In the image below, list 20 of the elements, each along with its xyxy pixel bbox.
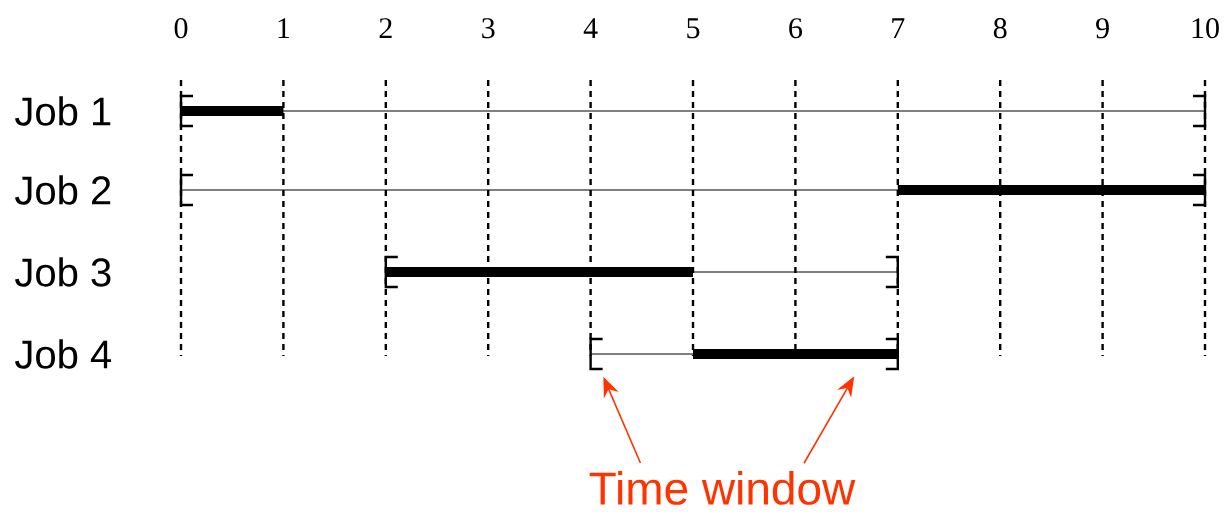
tick-label: 8 xyxy=(993,18,1007,39)
tick-label: 1 xyxy=(278,18,290,38)
tick-label: 9 xyxy=(1096,18,1109,39)
time-window-bar: Job 1 xyxy=(15,94,1207,128)
node-label: Job 3 xyxy=(15,257,111,287)
tick-label: 4 xyxy=(583,18,598,38)
tick-label: 3 xyxy=(482,18,495,39)
tick-label: 10 xyxy=(1192,18,1219,39)
node-label: Job 2 xyxy=(15,175,111,205)
node-label: Job 4 xyxy=(15,339,112,369)
tick-label: 5 xyxy=(687,18,700,39)
node-label: Job 1 xyxy=(15,96,111,126)
tick-label: 6 xyxy=(789,18,802,39)
tick-label: 7 xyxy=(892,18,905,38)
time-window-bar: Job 2 xyxy=(15,173,1207,207)
tick-label: 2 xyxy=(379,18,392,38)
time-window-bar: Job 3 xyxy=(15,255,899,289)
time-window-bar: Job 4 xyxy=(15,337,899,371)
tick-label: 0 xyxy=(174,18,188,39)
callout-text: Time window xyxy=(589,471,856,505)
